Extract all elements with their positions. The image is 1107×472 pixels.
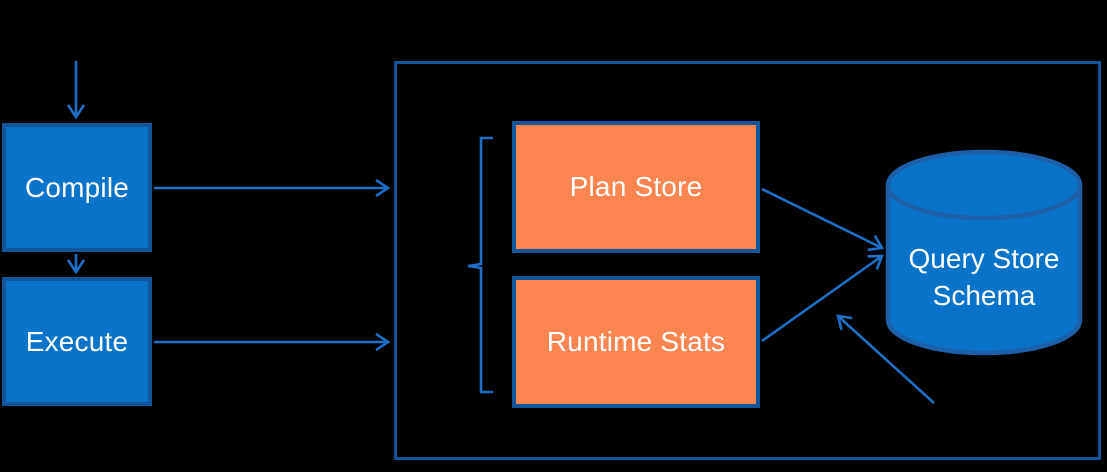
compile-label: Compile	[24, 171, 130, 203]
query-store-container-box	[394, 61, 1101, 460]
plan-store-box: Plan Store	[512, 121, 760, 253]
runtime-stats-box: Runtime Stats	[512, 276, 760, 408]
execute-label: Execute	[25, 325, 129, 357]
query-store-schema-line2: Schema	[932, 280, 1036, 311]
compile-box: Compile	[2, 123, 152, 252]
plan-store-label: Plan Store	[569, 171, 703, 202]
runtime-stats-label: Runtime Stats	[546, 326, 726, 357]
execute-box: Execute	[2, 277, 152, 406]
query-store-schema-label: Query Store Schema	[888, 222, 1080, 332]
query-store-schema-line1: Query Store	[908, 243, 1060, 274]
